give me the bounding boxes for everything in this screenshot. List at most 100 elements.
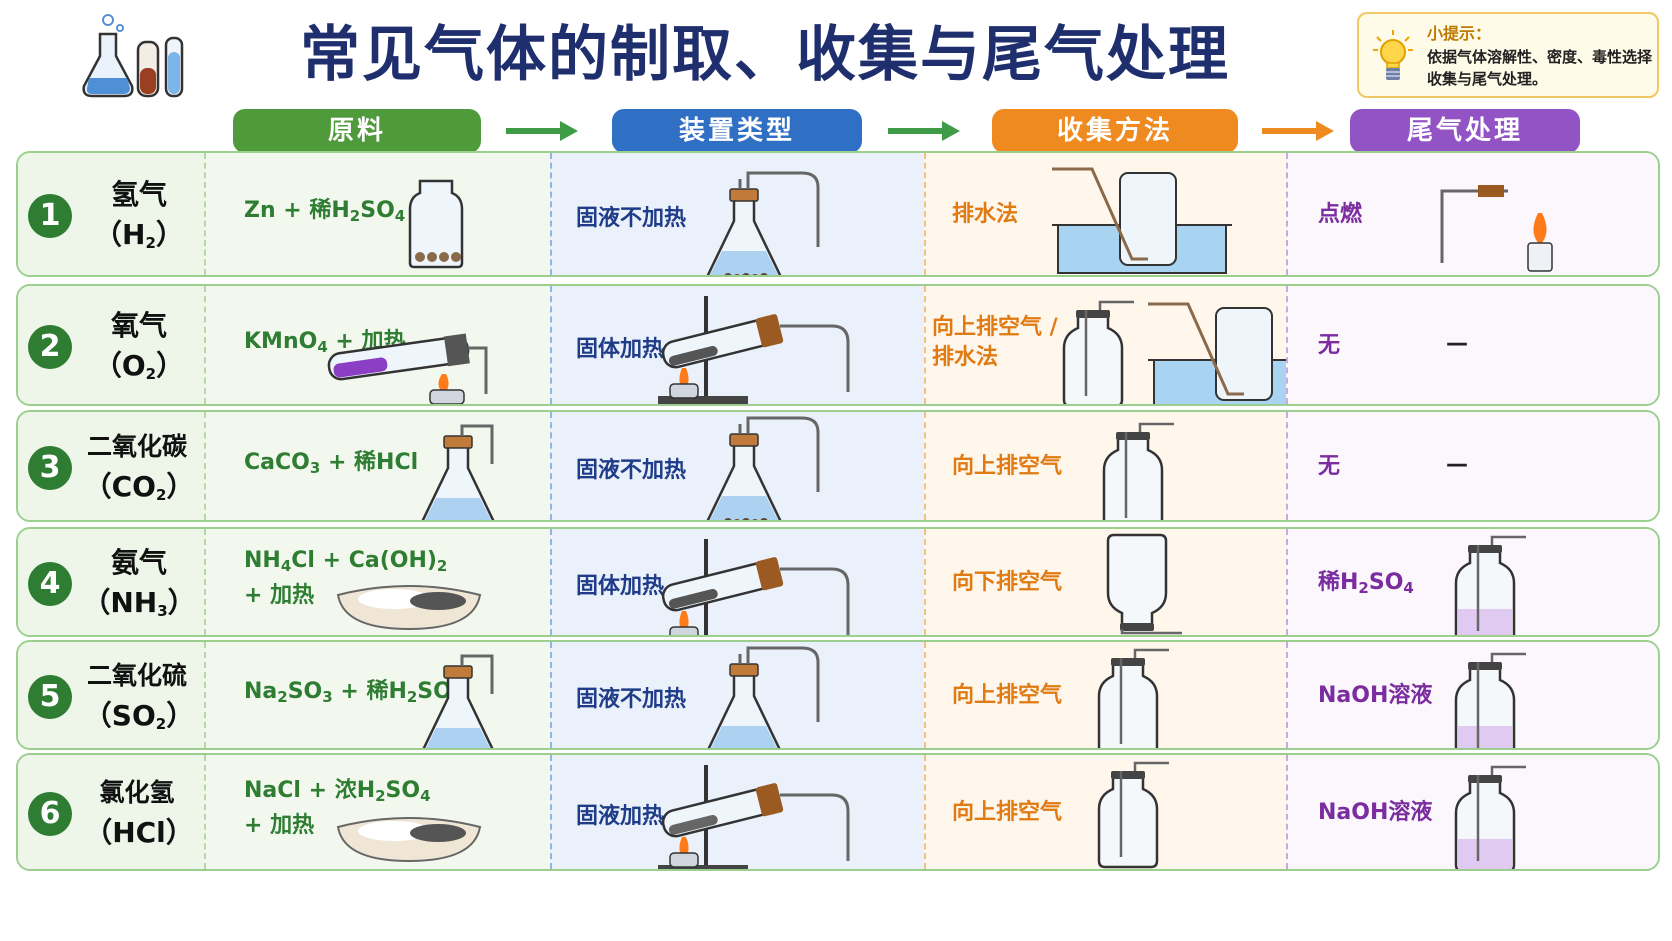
conical-flask-icon [706, 171, 820, 275]
raw-text: CaCO3 + 稀HCl [244, 450, 419, 477]
raw-cell: CaCO3 + 稀HCl [204, 412, 550, 520]
test-tube-icon [658, 296, 850, 404]
row-number: 1 [28, 194, 72, 238]
raw-cell: NaCl + 浓H2SO4+ 加热 [204, 755, 550, 869]
gas-name: 氧气 [110, 309, 167, 342]
header-raw: 原料 [233, 109, 481, 153]
row-number: 2 [28, 325, 72, 369]
collect-text: 向上排空气 [952, 800, 1063, 825]
collect-text: 向下排空气 [952, 570, 1063, 595]
conical-flask-icon [707, 646, 820, 748]
evaporating-dish-icon [336, 585, 482, 631]
chemistry-glassware-icon [82, 14, 184, 98]
tail-dash: — [1446, 452, 1468, 477]
gas-bottle-icon [1097, 761, 1169, 869]
gas-cell: 4 氨气 （NH3） [18, 529, 204, 635]
raw-cell: NH4Cl + Ca(OH)2+ 加热 [204, 529, 550, 635]
tail-cell: NaOH溶液 [1286, 755, 1658, 869]
gas-cell: 6 氯化氢 （HCl） [18, 755, 204, 869]
gas-name: 二氧化硫 [86, 661, 187, 690]
tail-cell: 无 — [1286, 286, 1658, 404]
device-text: 固体加热 [576, 337, 665, 362]
device-text: 固液不加热 [576, 458, 687, 483]
gas-name: 二氧化碳 [86, 432, 187, 461]
lightbulb-icon [1373, 30, 1413, 80]
gas-cell: 5 二氧化硫 （SO2） [18, 642, 204, 748]
table-row: 5 二氧化硫 （SO2） Na2SO3 + 稀H2SO4 固液不加热 向上排空气 [16, 640, 1660, 750]
gas-bottle-icon [1454, 765, 1526, 869]
tail-text: 点燃 [1318, 202, 1363, 227]
tip-title: 小提示： [1427, 24, 1492, 43]
device-text: 固体加热 [576, 574, 665, 599]
evaporating-dish-icon [336, 817, 482, 863]
raw-cell: Na2SO3 + 稀H2SO4 [204, 642, 550, 748]
collect-cell: 向下排空气 [924, 529, 1286, 635]
alcohol-lamp-icon [1440, 185, 1553, 272]
device-text: 固液不加热 [576, 206, 687, 231]
device-cell: 固液不加热 [550, 153, 924, 275]
tail-text: NaOH溶液 [1318, 800, 1433, 825]
device-cell: 固液不加热 [550, 412, 924, 520]
collect-text: 向上排空气 [952, 683, 1063, 708]
device-text: 固液加热 [576, 804, 665, 829]
gas-bottle-icon [1106, 533, 1182, 635]
collect-text: 排水法 [952, 202, 1019, 227]
collect-cell: 排水法 [924, 153, 1286, 275]
device-text: 固液不加热 [576, 687, 687, 712]
collect-cell: 向上排空气 /排水法 [924, 286, 1328, 404]
device-cell: 固体加热 [550, 286, 924, 404]
arrow-right-icon [506, 121, 578, 141]
gas-cell: 2 氧气 （O2） [18, 286, 204, 404]
device-cell: 固液不加热 [550, 642, 924, 748]
tip-box: 小提示： 依据气体溶解性、密度、毒性选择收集与尾气处理。 [1357, 12, 1659, 98]
tail-dash: — [1446, 331, 1468, 356]
collect-cell: 向上排空气 [924, 755, 1286, 869]
gas-name: 氢气 [110, 178, 167, 211]
table-row: 2 氧气 （O2） KMnO4 + 加热 固体加热 向上排空气 /排水法 [16, 284, 1660, 406]
reagent-bottle-icon [408, 179, 464, 269]
tail-text: 稀H2SO4 [1318, 570, 1414, 597]
table-row: 3 二氧化碳 （CO2） CaCO3 + 稀HCl 固液不加热 向上排空气 [16, 410, 1660, 522]
row-number: 6 [28, 792, 72, 836]
test-tube-icon [658, 765, 850, 869]
collect-text: 向上排空气 [952, 454, 1063, 479]
arrow-right-icon [888, 121, 960, 141]
raw-text: Zn + 稀H2SO4 [244, 198, 406, 225]
conical-flask-icon [422, 654, 494, 748]
row-number: 3 [28, 446, 72, 490]
gas-bottle-icon [1454, 652, 1526, 748]
tip-text: 依据气体溶解性、密度、毒性选择收集与尾气处理。 [1427, 48, 1653, 88]
tail-cell: 稀H2SO4 [1286, 529, 1658, 635]
table-row: 4 氨气 （NH3） NH4Cl + Ca(OH)2+ 加热 固体加热 向下排空… [16, 527, 1660, 637]
collect-cell: 向上排空气 [924, 642, 1286, 748]
collect-cell: 向上排空气 [924, 412, 1286, 520]
raw-cell: KMnO4 + 加热 [204, 286, 550, 404]
arrow-right-icon [1262, 121, 1334, 141]
gas-bottle-icon [1097, 648, 1169, 748]
gas-formula: （O2） [93, 349, 185, 383]
gas-formula: （NH3） [82, 586, 196, 620]
gas-formula: （HCl） [84, 816, 194, 849]
page-title: 常见气体的制取、收集与尾气处理 [300, 20, 1230, 90]
gas-name: 氨气 [110, 546, 167, 579]
tail-cell: 无 — [1286, 412, 1658, 520]
header-tail: 尾气处理 [1350, 109, 1580, 153]
raw-text: NaCl + 浓H2SO4+ 加热 [244, 778, 431, 838]
device-cell: 固体加热 [550, 529, 924, 635]
device-cell: 固液加热 [550, 755, 924, 869]
collect-text: 向上排空气 /排水法 [932, 315, 1058, 370]
gas-bottle-icon [1062, 300, 1134, 404]
gas-bottle-icon [1102, 422, 1174, 520]
gas-formula: （SO2） [83, 699, 195, 733]
header-device: 装置类型 [612, 109, 862, 153]
row-number: 4 [28, 562, 72, 606]
tail-text: 无 [1318, 333, 1341, 358]
header-collect: 收集方法 [992, 109, 1238, 153]
raw-text: NH4Cl + Ca(OH)2+ 加热 [244, 548, 448, 608]
gas-formula: （H2） [94, 218, 184, 252]
tail-cell: NaOH溶液 [1286, 642, 1658, 748]
raw-cell: Zn + 稀H2SO4 [204, 153, 550, 275]
gas-formula: （CO2） [83, 470, 195, 504]
tail-text: NaOH溶液 [1318, 683, 1433, 708]
row-number: 5 [28, 675, 72, 719]
